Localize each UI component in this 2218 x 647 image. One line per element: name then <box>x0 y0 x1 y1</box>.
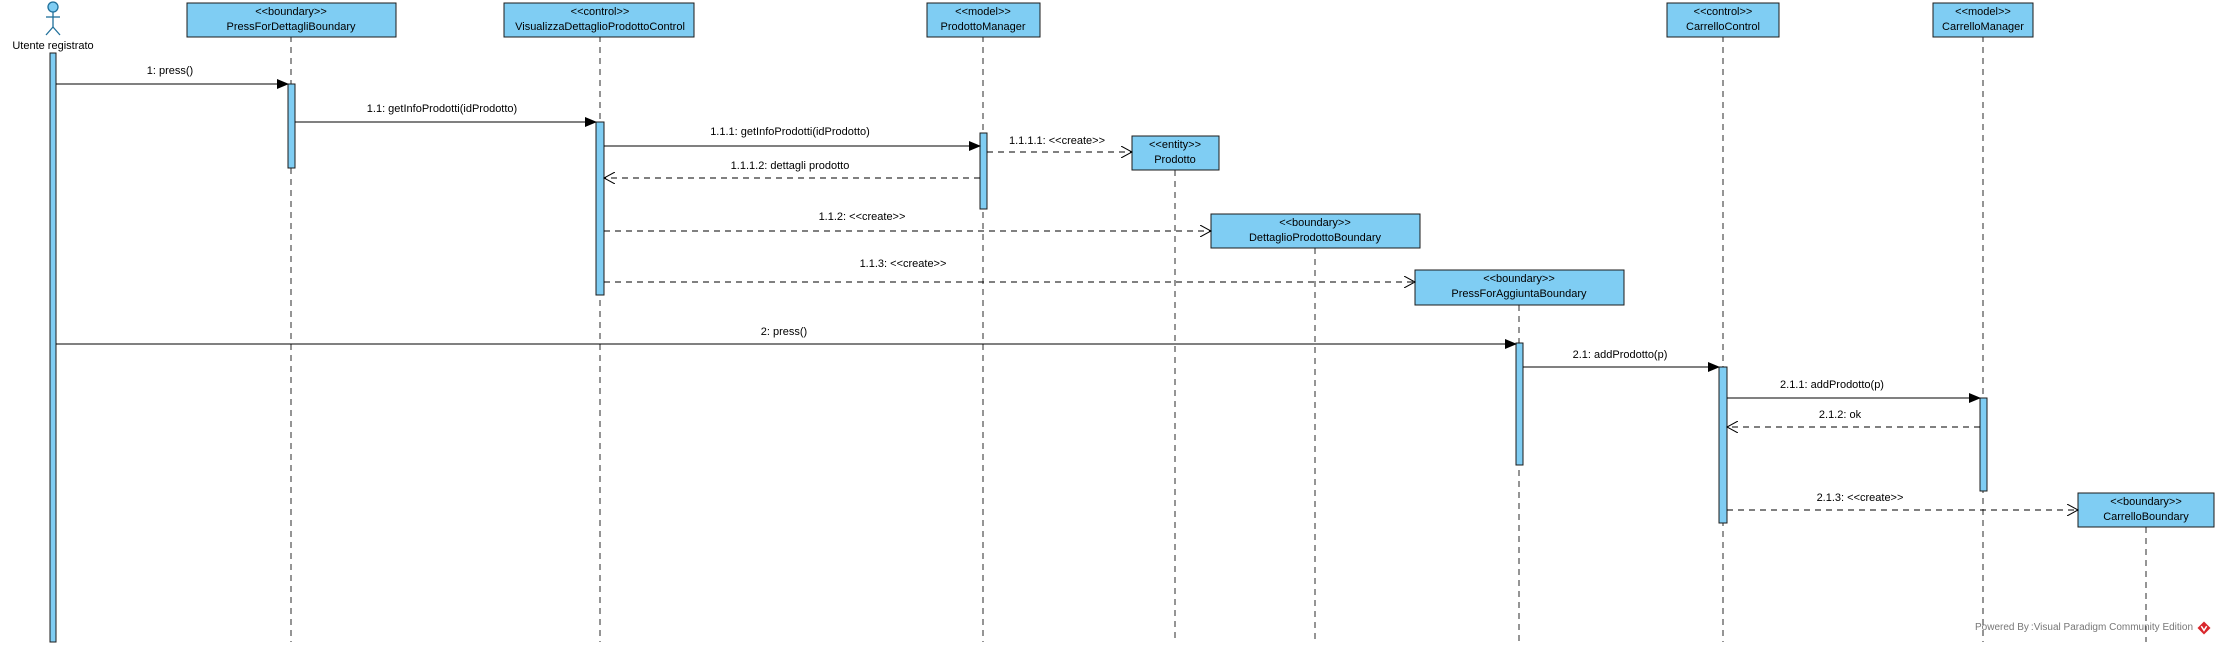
participant-name: CarrelloManager <box>1942 21 2024 33</box>
message-1[interactable]: 1: press() <box>56 65 289 89</box>
participant-stereotype: <<boundary>> <box>255 6 327 18</box>
participant-stereotype: <<model>> <box>955 6 1011 18</box>
participant-name: Prodotto <box>1154 154 1196 166</box>
message-label: 1.1.1.2: dettagli prodotto <box>731 160 850 172</box>
activation-bar-pressforaggiuntaboundary <box>1515 342 1524 466</box>
message-2-1-3[interactable]: 2.1.3: <<create>> <box>1727 492 2078 510</box>
message-label: 2.1.2: ok <box>1819 409 1862 421</box>
activation-bar-pressfordettagliboundary <box>287 83 296 169</box>
message-label: 2.1.1: addProdotto(p) <box>1780 379 1884 391</box>
message-1-1-1[interactable]: 1.1.1: getInfoProdotti(idProdotto) <box>604 126 981 151</box>
activation-bar-actor <box>49 52 57 643</box>
participant-carrellomanager[interactable]: <<model>> CarrelloManager <box>1932 2 2034 38</box>
participant-name: CarrelloBoundary <box>2103 511 2189 523</box>
message-label: 2.1: addProdotto(p) <box>1573 349 1668 361</box>
message-label: 1: press() <box>147 65 193 77</box>
participant-stereotype: <<control>> <box>571 6 630 18</box>
actor-name: Utente registrato <box>12 40 93 52</box>
message-label: 1.1.1.1: <<create>> <box>1009 135 1105 147</box>
participant-name: VisualizzaDettaglioProdottoControl <box>515 21 685 33</box>
message-label: 1.1.2: <<create>> <box>819 211 906 223</box>
participant-stereotype: <<control>> <box>1694 6 1753 18</box>
activation-bar-carrellocontrol <box>1718 366 1728 524</box>
participant-visualizzadettaglioprodottocontrol[interactable]: <<control>> VisualizzaDettaglioProdottoC… <box>503 2 695 38</box>
message-label: 1.1.1: getInfoProdotti(idProdotto) <box>710 126 870 138</box>
activation-bar-prodottomanager <box>979 132 988 210</box>
message-2-1[interactable]: 2.1: addProdotto(p) <box>1523 349 1720 372</box>
participant-name: CarrelloControl <box>1686 21 1760 33</box>
message-1-1[interactable]: 1.1: getInfoProdotti(idProdotto) <box>295 103 597 127</box>
participant-stereotype: <<entity>> <box>1149 139 1201 151</box>
participant-name: PressForDettagliBoundary <box>226 21 356 33</box>
participant-stereotype: <<model>> <box>1955 6 2011 18</box>
participant-pressforaggiuntaboundary[interactable]: <<boundary>> PressForAggiuntaBoundary <box>1414 269 1625 306</box>
stick-figure-icon <box>45 1 61 36</box>
participant-name: DettaglioProdottoBoundary <box>1249 232 1382 244</box>
message-label: 2.1.3: <<create>> <box>1817 492 1904 504</box>
message-2-1-2[interactable]: 2.1.2: ok <box>1727 409 1980 427</box>
message-label: 1.1.3: <<create>> <box>860 258 947 270</box>
watermark-text: Powered By :Visual Paradigm Community Ed… <box>1975 622 2194 633</box>
message-1-1-1-2[interactable]: 1.1.1.2: dettagli prodotto <box>604 160 980 178</box>
participant-stereotype: <<boundary>> <box>1279 217 1351 229</box>
activation-bar-carrellomanager <box>1979 397 1988 492</box>
participant-stereotype: <<boundary>> <box>2110 496 2182 508</box>
message-label: 1.1: getInfoProdotti(idProdotto) <box>367 103 517 115</box>
participant-prodottomanager[interactable]: <<model>> ProdottoManager <box>926 2 1041 38</box>
message-2-1-1[interactable]: 2.1.1: addProdotto(p) <box>1727 379 1981 403</box>
participant-prodotto[interactable]: <<entity>> Prodotto <box>1131 135 1220 171</box>
participant-name: ProdottoManager <box>941 21 1026 33</box>
participant-stereotype: <<boundary>> <box>1483 273 1555 285</box>
message-1-1-1-1[interactable]: 1.1.1.1: <<create>> <box>987 135 1132 152</box>
message-1-1-2[interactable]: 1.1.2: <<create>> <box>604 211 1211 231</box>
participant-dettaglioprodottoboundary[interactable]: <<boundary>> DettaglioProdottoBoundary <box>1210 213 1421 249</box>
visual-paradigm-logo-icon <box>2197 621 2211 635</box>
message-label: 2: press() <box>761 326 807 338</box>
participant-carrelloboundary[interactable]: <<boundary>> CarrelloBoundary <box>2077 492 2215 528</box>
activation-bar-visualizzadettaglioprodottocontrol <box>595 121 605 296</box>
participant-name: PressForAggiuntaBoundary <box>1451 288 1587 300</box>
message-1-1-3[interactable]: 1.1.3: <<create>> <box>604 258 1415 282</box>
participant-carrellocontrol[interactable]: <<control>> CarrelloControl <box>1666 2 1780 38</box>
message-2[interactable]: 2: press() <box>56 326 1517 349</box>
actor-utente-registrato[interactable]: Utente registrato <box>12 1 94 52</box>
participant-pressfordettagliboundary[interactable]: <<boundary>> PressForDettagliBoundary <box>186 2 397 38</box>
